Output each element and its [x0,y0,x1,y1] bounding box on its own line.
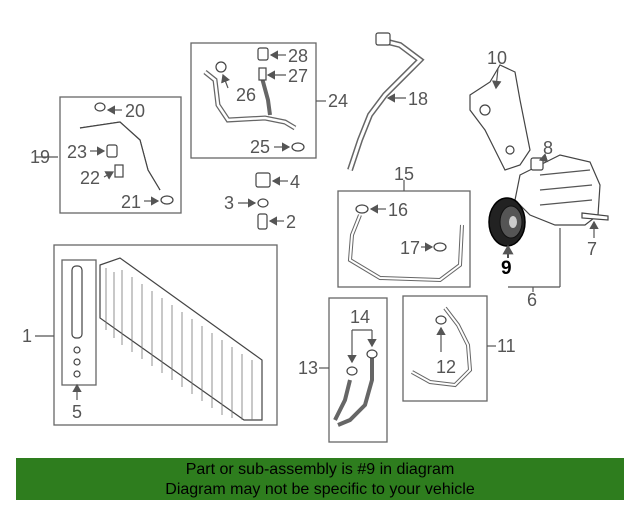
group-box-11 [402,295,488,402]
callout-19: 19 [30,147,50,167]
part-12-shape [435,315,447,325]
part-14b-shape [366,349,378,359]
bracket-10 [469,64,531,171]
callout-16: 16 [388,200,408,220]
info-banner: Part or sub-assembly is #9 in diagram Di… [16,458,624,500]
part-3-shape [257,198,269,208]
group-box-13 [328,297,388,443]
compressor-body [514,154,601,226]
callout-4: 4 [290,172,300,192]
callout-13: 13 [298,358,318,378]
part-14a-shape [346,366,358,376]
part-28-shape [257,47,269,61]
group-box-19 [59,96,182,214]
callouts: 20 19 23 22 21 28 27 26 24 25 18 4 3 2 1… [22,46,599,422]
part-25-shape [291,142,305,152]
callout-14: 14 [350,307,370,327]
callout-17: 17 [400,238,420,258]
group-box-1 [53,244,278,426]
part-20-shape [94,102,106,112]
callout-1: 1 [22,326,32,346]
callout-10: 10 [487,48,507,68]
part-17-shape [433,242,447,252]
banner-line-1: Part or sub-assembly is #9 in diagram [185,461,455,478]
receiver-dryer-5 [71,265,83,339]
condenser-1 [99,257,263,421]
callout-21: 21 [121,192,141,212]
callout-8: 8 [543,138,553,158]
bolt-7 [581,212,609,221]
part-27-shape [258,67,267,81]
callout-9: 9 [501,258,512,279]
callout-3: 3 [224,193,234,213]
callout-20: 20 [125,101,145,121]
part-22-shape [114,164,124,178]
callout-7: 7 [587,239,597,259]
callout-5: 5 [72,402,82,422]
part-23-shape [106,144,118,158]
callout-28: 28 [288,46,308,66]
callout-18: 18 [408,89,428,109]
part-4-shape [255,172,271,188]
condenser-fins [105,268,253,420]
callout-2: 2 [286,212,296,232]
part-26-shape [215,61,227,73]
callout-23: 23 [67,142,87,162]
fitting-18-top [375,32,391,46]
callout-27: 27 [288,66,308,86]
callout-15: 15 [394,164,414,184]
callout-25: 25 [250,137,270,157]
callout-24: 24 [328,91,348,111]
part-2-shape [257,213,268,230]
part-16-shape [355,204,369,214]
banner-line-2: Diagram may not be specific to your vehi… [165,481,475,498]
callout-11: 11 [497,336,516,356]
pulley-9[interactable] [488,197,526,247]
callout-12: 12 [436,357,456,377]
callout-22: 22 [80,168,100,188]
part-21-shape [160,195,174,205]
callout-6: 6 [527,290,537,310]
callout-26: 26 [236,85,256,105]
